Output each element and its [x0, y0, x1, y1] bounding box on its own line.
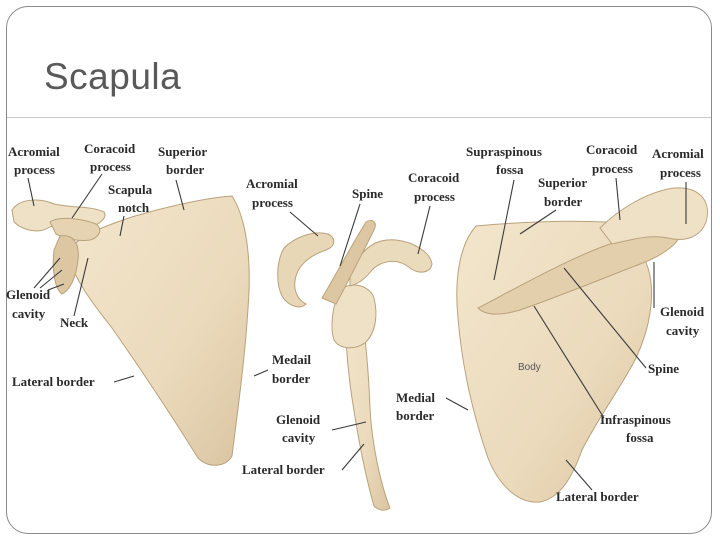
label-spine-right: Spine	[648, 361, 679, 376]
anterior-scapula	[12, 196, 249, 465]
label-body: Body	[518, 362, 541, 373]
slide-title: Scapula	[44, 56, 181, 98]
label-medial-border-middle: Medail border	[272, 352, 314, 386]
label-acromial-process-right: Acromial process	[652, 146, 707, 180]
label-acromial-process-left: Acromial process	[8, 144, 63, 177]
label-neck: Neck	[60, 315, 89, 330]
label-glenoid-cavity-middle: Glenoid cavity	[276, 412, 323, 445]
label-glenoid-cavity-left: Glenoid cavity	[6, 287, 53, 321]
label-lateral-border-middle: Lateral border	[242, 462, 325, 477]
label-superior-border-left: Superior border	[158, 144, 210, 177]
label-coracoid-process-left: Coracoid process	[84, 141, 139, 174]
posterior-acromion	[600, 188, 708, 244]
label-infraspinous-fossa: Infraspinous fossa	[600, 412, 674, 445]
label-coracoid-process-middle: Coracoid process	[408, 170, 463, 204]
label-glenoid-cavity-right: Glenoid cavity	[660, 304, 707, 338]
label-acromial-process-middle: Acromial process	[246, 176, 301, 210]
label-superior-border-right: Superior border	[538, 175, 590, 209]
label-lateral-border-left: Lateral border	[12, 374, 95, 389]
label-medial-border-right: Medial border	[396, 390, 438, 423]
label-spine-middle: Spine	[352, 186, 383, 201]
label-lateral-border-right: Lateral border	[556, 489, 639, 504]
label-coracoid-process-right: Coracoid process	[586, 142, 641, 176]
scapula-figure: Body Acromial process Coracoid process S…	[0, 118, 720, 540]
anterior-glenoid	[53, 236, 78, 294]
posterior-scapula: Body	[457, 188, 708, 502]
label-supraspinous-fossa: Supraspinous fossa	[466, 144, 545, 177]
label-scapula-notch: Scapula notch	[108, 182, 155, 215]
